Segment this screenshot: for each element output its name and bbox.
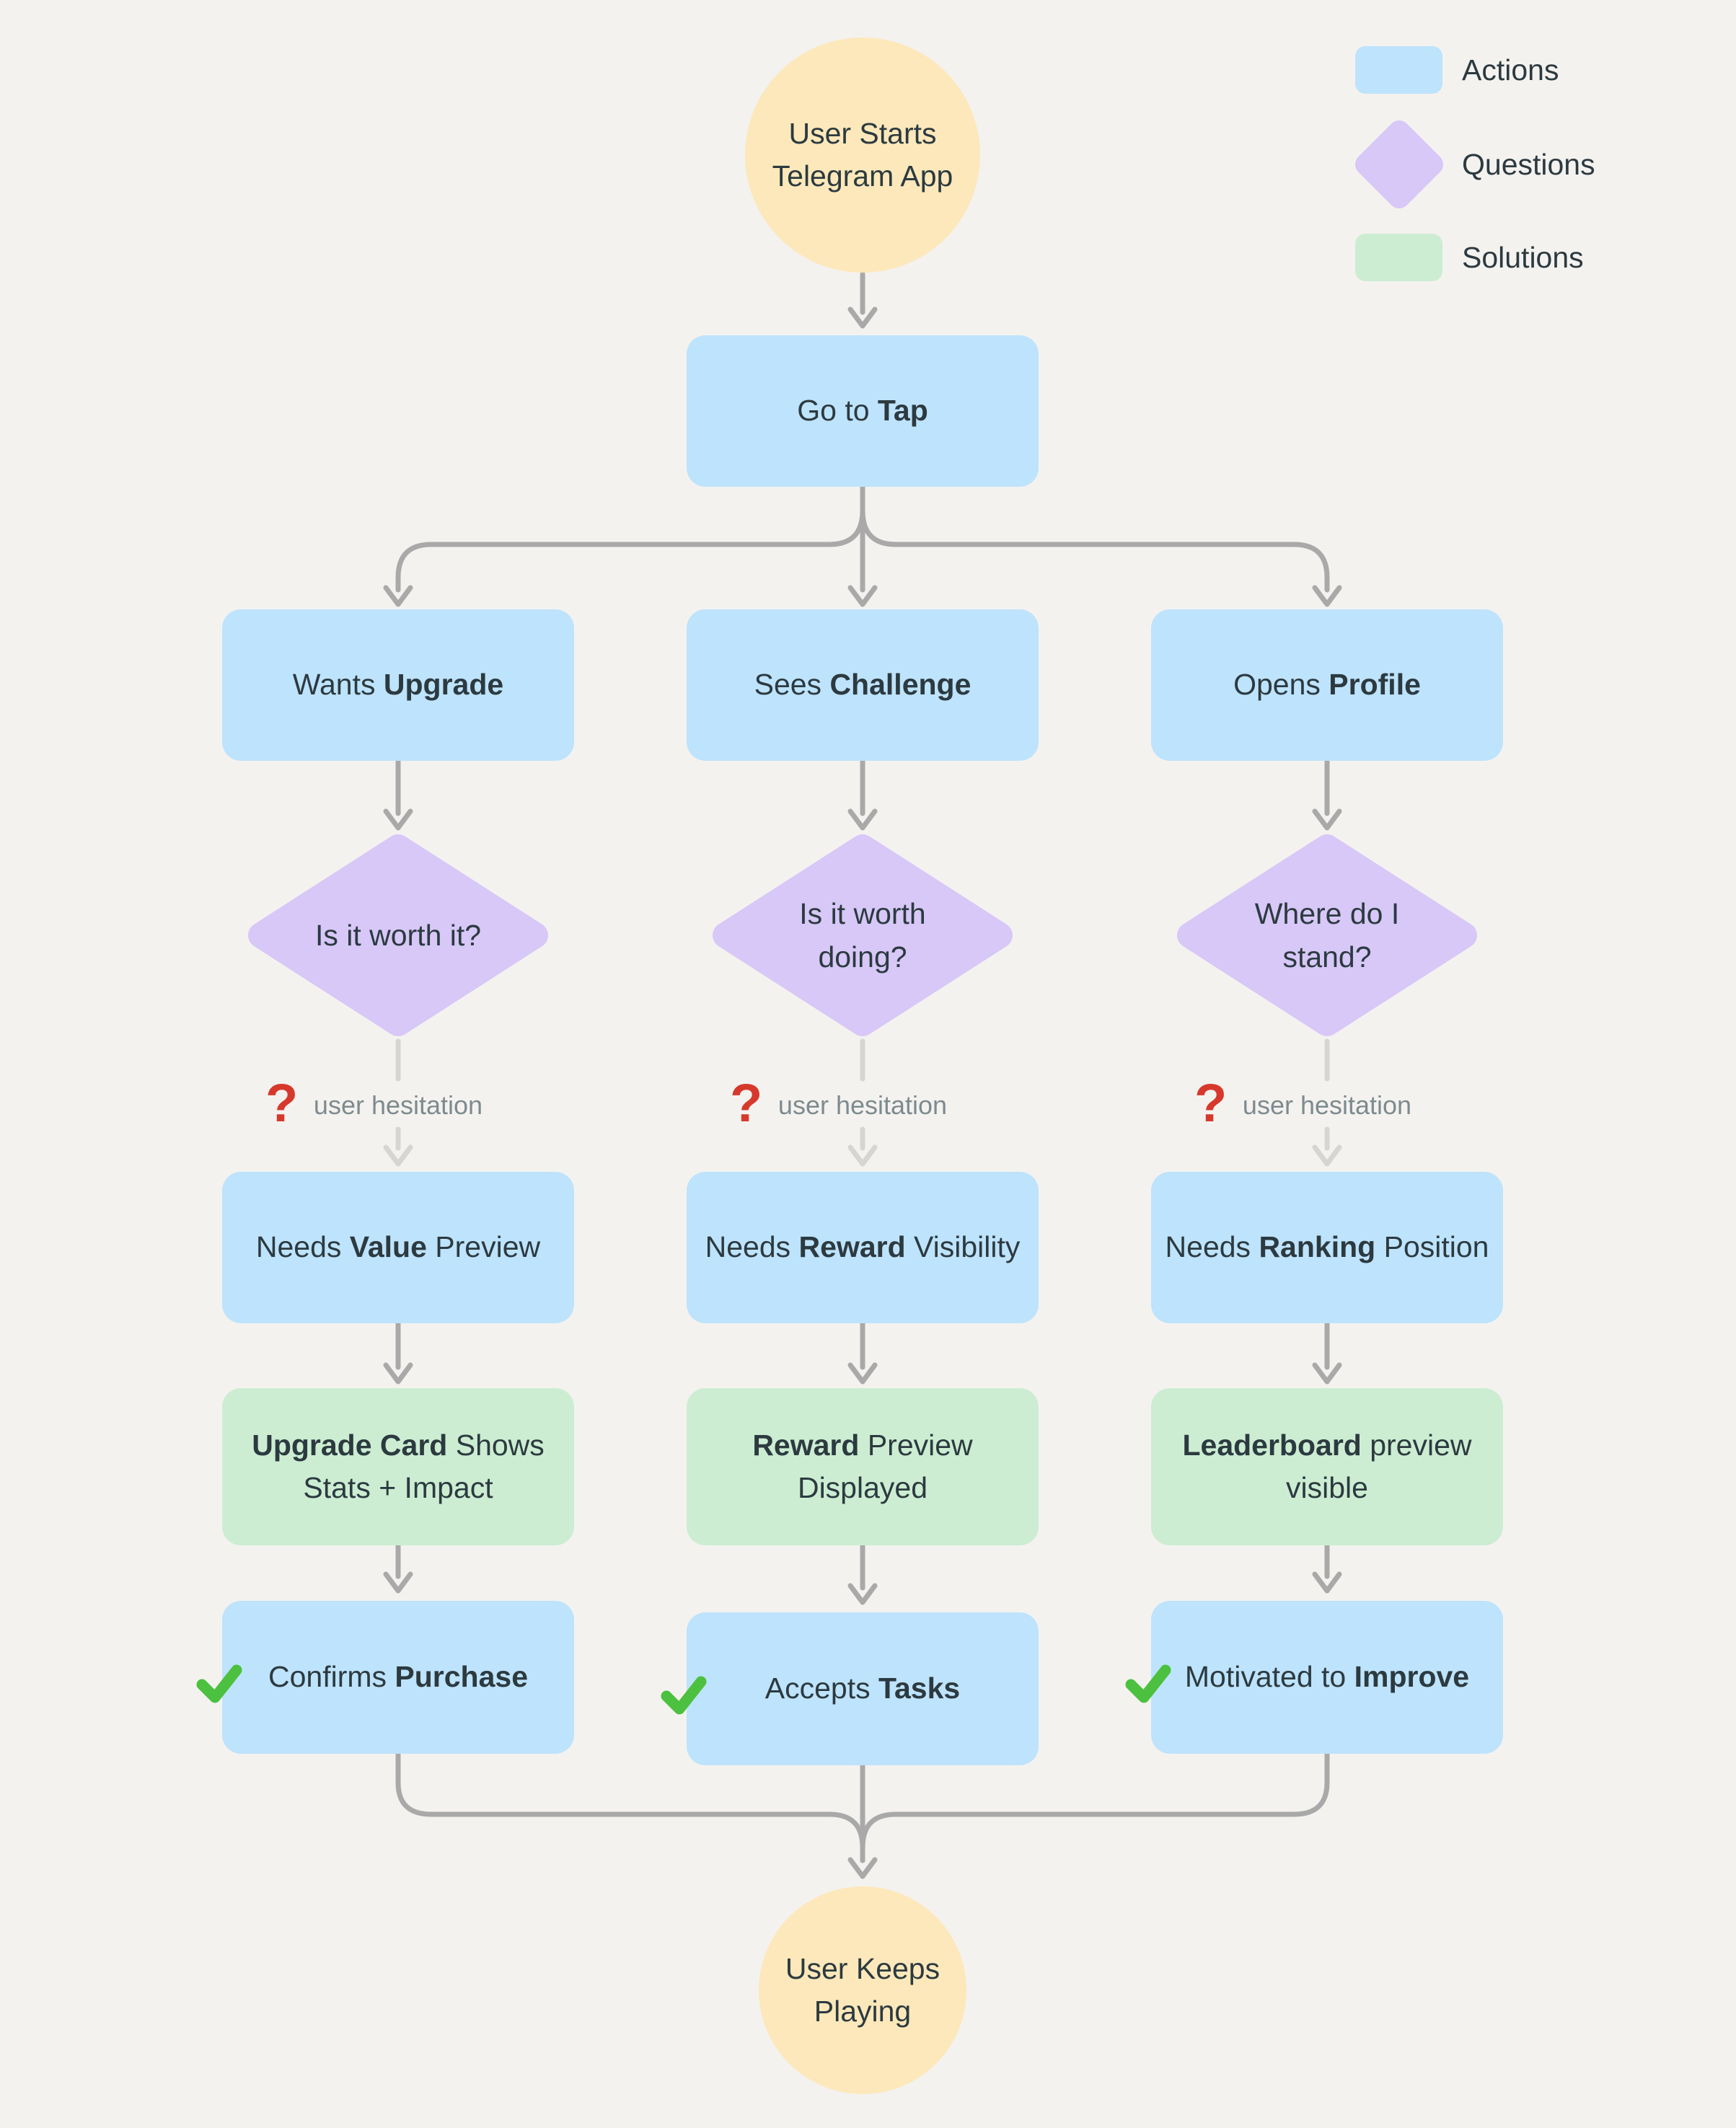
need-node-ranking-position[interactable]: Needs Ranking Position — [1151, 1172, 1503, 1323]
arrowhead — [847, 1857, 878, 1879]
solution-node-label: Leaderboard preview visible — [1182, 1428, 1472, 1504]
need-node-value-preview[interactable]: Needs Value Preview — [222, 1172, 574, 1323]
outcome-node-label: Motivated to Improve — [1184, 1660, 1470, 1694]
question-node-worth-it[interactable]: Is it worth it? — [222, 834, 574, 1037]
arrowhead — [383, 585, 413, 607]
question-mark-icon: ? — [1194, 1073, 1228, 1133]
legend-solutions-label: Solutions — [1462, 241, 1584, 274]
arrowhead — [383, 1571, 413, 1594]
arrowhead — [1312, 1144, 1342, 1167]
legend-actions-swatch — [1355, 46, 1442, 94]
arrowhead — [847, 585, 878, 607]
action-node-label: Wants Upgrade — [292, 668, 504, 702]
question-node-label: Where do I stand? — [1254, 897, 1400, 974]
question-diamond-shape[interactable] — [248, 834, 548, 1036]
solution-node-label: Reward Preview Displayed — [752, 1428, 973, 1504]
connector-tap-left-branch — [395, 508, 865, 593]
start-terminal-label: User Starts Telegram App — [772, 116, 953, 193]
action-node-go-to-tap[interactable]: Go to Tap — [687, 335, 1039, 487]
arrowhead — [1312, 585, 1342, 607]
action-node-label: Opens Profile — [1233, 668, 1421, 702]
connector-merge-right — [860, 1751, 1330, 1863]
arrowhead — [383, 808, 413, 831]
question-node-label: Is it worth it? — [314, 918, 482, 952]
question-node-label: Is it worth doing? — [799, 897, 926, 974]
solution-node-label: Upgrade Card Shows Stats + Impact — [252, 1428, 545, 1504]
arrowhead — [847, 1583, 878, 1605]
arrowhead — [847, 1362, 878, 1385]
connector-merge-left — [395, 1751, 865, 1863]
need-node-reward-visibility[interactable]: Needs Reward Visibility — [687, 1172, 1039, 1323]
question-node-where-do-i-stand[interactable]: Where do I stand? — [1151, 834, 1503, 1037]
question-diamond-shape[interactable] — [713, 834, 1013, 1036]
legend-questions-diamond-swatch — [1355, 120, 1443, 208]
outcome-node-accepts-tasks[interactable]: Accepts Tasks — [687, 1612, 1039, 1765]
end-terminal-node[interactable]: User Keeps Playing — [759, 1886, 966, 2094]
end-terminal-label: User Keeps Playing — [785, 1951, 940, 2028]
hesitation-label: user hesitation — [313, 1090, 483, 1120]
action-node-sees-challenge[interactable]: Sees Challenge — [687, 609, 1039, 761]
outcome-node-label: Confirms Purchase — [268, 1660, 529, 1694]
action-node-opens-profile[interactable]: Opens Profile — [1151, 609, 1503, 761]
question-mark-icon: ? — [730, 1073, 763, 1133]
legend-solutions-swatch — [1355, 234, 1442, 281]
hesitation-label: user hesitation — [1242, 1090, 1412, 1120]
connector-tap-right-branch — [860, 508, 1330, 593]
action-node-label: Sees Challenge — [754, 668, 971, 702]
need-node-label: Needs Ranking Position — [1165, 1230, 1489, 1264]
check-icon — [1125, 1664, 1171, 1703]
arrowhead — [847, 1144, 878, 1167]
start-terminal-node[interactable]: User Starts Telegram App — [745, 37, 980, 273]
check-icon — [661, 1676, 707, 1715]
question-mark-icon: ? — [265, 1073, 299, 1133]
outcome-node-label: Accepts Tasks — [765, 1672, 961, 1705]
action-node-label: Go to Tap — [797, 394, 928, 428]
solution-node-leaderboard-preview[interactable]: Leaderboard preview visible — [1151, 1388, 1503, 1545]
legend-actions-label: Actions — [1462, 53, 1559, 87]
arrowhead — [383, 1144, 413, 1167]
arrowhead — [1312, 808, 1342, 831]
question-node-worth-doing[interactable]: Is it worth doing? — [687, 834, 1039, 1037]
action-node-wants-upgrade[interactable]: Wants Upgrade — [222, 609, 574, 761]
check-icon — [196, 1664, 242, 1703]
arrowhead — [1312, 1362, 1342, 1385]
arrowhead — [847, 306, 878, 329]
need-node-label: Needs Value Preview — [255, 1230, 541, 1264]
outcome-node-confirms-purchase[interactable]: Confirms Purchase — [222, 1601, 574, 1754]
arrowhead — [1312, 1571, 1342, 1594]
need-node-label: Needs Reward Visibility — [705, 1230, 1021, 1264]
solution-node-upgrade-card[interactable]: Upgrade Card Shows Stats + Impact — [222, 1388, 574, 1545]
arrowhead — [383, 1362, 413, 1385]
outcome-node-motivated-to-improve[interactable]: Motivated to Improve — [1151, 1601, 1503, 1754]
question-diamond-shape[interactable] — [1177, 834, 1477, 1036]
solution-node-reward-preview[interactable]: Reward Preview Displayed — [687, 1388, 1039, 1545]
hesitation-label: user hesitation — [777, 1090, 948, 1120]
arrowhead — [847, 808, 878, 831]
legend-questions-label: Questions — [1462, 148, 1595, 181]
